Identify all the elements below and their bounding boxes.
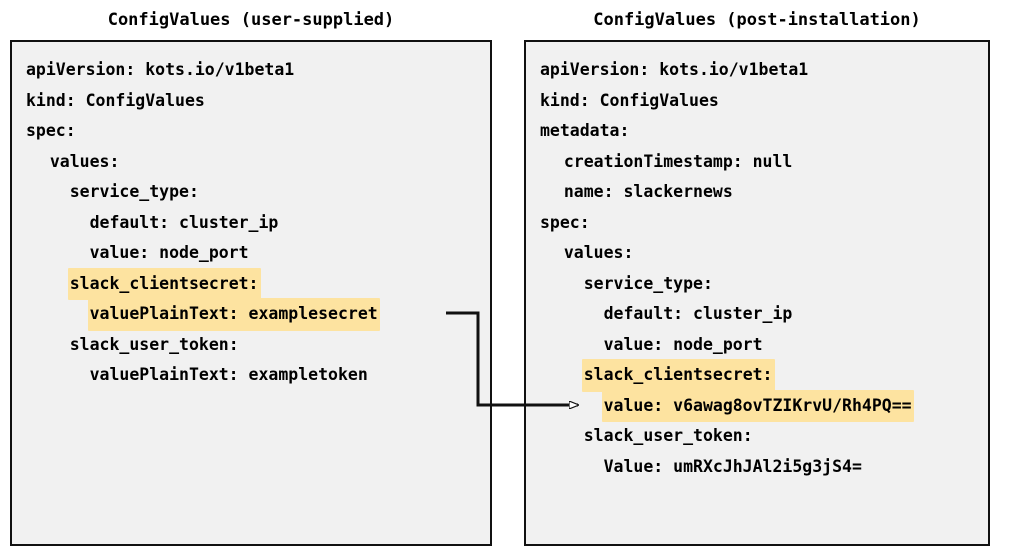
code-indent <box>538 176 562 209</box>
code-line: valuePlainText: exampletoken <box>12 359 490 390</box>
code-token: value: node_port <box>603 334 763 354</box>
code-token: slack_user_token: <box>583 426 753 445</box>
code-line: metadata: <box>526 115 988 146</box>
code-line: slack_user_token: <box>526 420 988 451</box>
code-line: kind: ConfigValues <box>12 85 490 116</box>
code-line: apiVersion: kots.io/v1beta1 <box>12 54 490 85</box>
code-line: Value: umRXcJhJAl2i5g3jS4= <box>526 451 988 482</box>
code-line: service_type: <box>12 176 490 207</box>
code-indent <box>24 207 88 240</box>
panel-title-post-installation: ConfigValues (post-installation) <box>593 10 921 30</box>
code-line: default: cluster_ip <box>12 207 490 238</box>
code-token: spec: <box>540 212 590 232</box>
code-token: kind: ConfigValues <box>26 90 205 110</box>
code-line: slack_clientsecret: <box>12 267 490 301</box>
code-line: value: v6awag8ovTZIKrvU/Rh4PQ== <box>526 389 988 423</box>
code-token: apiVersion: kots.io/v1beta1 <box>26 60 295 79</box>
code-token-highlighted: valuePlainText: examplesecret <box>87 298 380 331</box>
code-indent <box>538 268 582 301</box>
code-indent <box>538 329 602 362</box>
code-indent <box>538 420 582 453</box>
code-token: metadata: <box>540 121 630 140</box>
code-line: value: node_port <box>526 329 988 360</box>
code-indent <box>538 390 602 423</box>
code-line: slack_clientsecret: <box>526 359 988 392</box>
code-token: default: cluster_ip <box>603 304 793 323</box>
code-token: Value: umRXcJhJAl2i5g3jS4= <box>603 456 862 476</box>
code-indent <box>24 298 88 331</box>
code-indent <box>24 237 88 270</box>
code-line: value: node_port <box>12 237 490 268</box>
code-indent <box>538 146 562 179</box>
code-token: service_type: <box>69 182 199 201</box>
code-indent <box>24 359 88 392</box>
code-indent <box>24 146 48 179</box>
code-line: spec: <box>12 115 490 146</box>
code-token: spec: <box>26 121 76 140</box>
code-box-user-supplied: apiVersion: kots.io/v1beta1 kind: ConfigV… <box>10 40 492 546</box>
code-line: slack_user_token: <box>12 329 490 360</box>
code-line: kind: ConfigValues <box>526 85 988 116</box>
code-line: default: cluster_ip <box>526 298 988 329</box>
code-line: service_type: <box>526 268 988 299</box>
code-token: apiVersion: kots.io/v1beta1 <box>540 60 809 79</box>
code-line: creationTimestamp: null <box>526 146 988 177</box>
code-token: default: cluster_ip <box>89 212 279 232</box>
code-indent <box>538 237 562 270</box>
code-line: valuePlainText: examplesecret <box>12 298 490 331</box>
code-box-post-installation: apiVersion: kots.io/v1beta1 kind: ConfigV… <box>524 40 990 546</box>
code-token-highlighted: slack_clientsecret: <box>581 359 775 392</box>
code-indent <box>24 329 68 362</box>
code-indent <box>24 268 68 301</box>
code-token: slack_user_token: <box>69 334 239 354</box>
code-token-highlighted: slack_clientsecret: <box>67 267 261 300</box>
code-indent <box>538 451 602 484</box>
code-indent <box>24 176 68 209</box>
code-line: spec: <box>526 207 988 238</box>
panel-title-user-supplied: ConfigValues (user-supplied) <box>107 10 395 30</box>
code-line: values: <box>526 237 988 268</box>
code-token: valuePlainText: exampletoken <box>89 365 368 384</box>
code-token: service_type: <box>583 273 713 293</box>
code-token: kind: ConfigValues <box>540 90 719 110</box>
code-token: value: node_port <box>89 243 249 262</box>
code-line: values: <box>12 146 490 177</box>
code-token: creationTimestamp: null <box>563 151 793 171</box>
code-lines-user-supplied: apiVersion: kots.io/v1beta1 kind: ConfigV… <box>12 54 490 390</box>
code-indent <box>538 298 602 331</box>
code-line: apiVersion: kots.io/v1beta1 <box>526 54 988 85</box>
code-token-highlighted: value: v6awag8ovTZIKrvU/Rh4PQ== <box>601 389 914 422</box>
code-token: name: slackernews <box>563 182 733 201</box>
code-token: values: <box>563 243 634 262</box>
code-token: values: <box>49 151 120 171</box>
code-indent <box>538 359 582 392</box>
code-line: name: slackernews <box>526 176 988 207</box>
code-lines-post-installation: apiVersion: kots.io/v1beta1 kind: ConfigV… <box>526 54 988 481</box>
